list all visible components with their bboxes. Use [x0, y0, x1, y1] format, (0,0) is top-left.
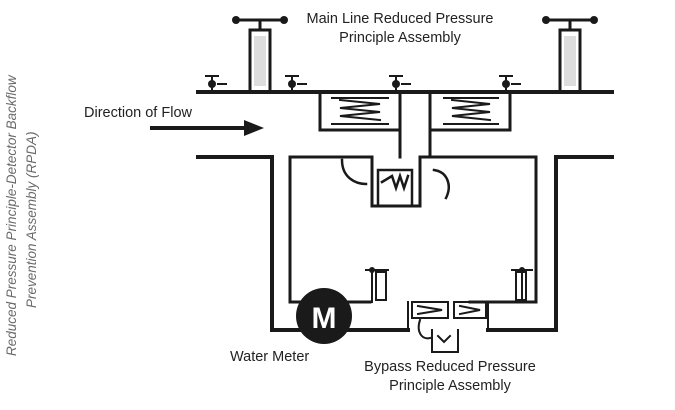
check-valve-2	[443, 97, 499, 125]
bypass-assembly	[365, 269, 533, 353]
gate-valve-right	[544, 18, 596, 94]
bypass-loop-inner-right	[468, 155, 538, 304]
flow-arrow-icon	[150, 120, 264, 136]
main-line-label-2: Principle Assembly	[339, 30, 461, 46]
check-valve-1	[331, 97, 389, 125]
bypass-label-2: Principle Assembly	[389, 378, 511, 394]
bypass-label-1: Bypass Reduced Pressure	[364, 359, 536, 375]
gate-valve-left	[234, 18, 286, 94]
bypass-loop-inner	[288, 155, 372, 304]
main-pipe-bottom-right	[486, 155, 614, 332]
meter-symbol: M	[312, 302, 337, 335]
test-cocks	[205, 75, 521, 93]
main-line-label: Main Line Reduced Pressure Principle Ass…	[300, 10, 500, 48]
water-meter-icon: M	[296, 288, 352, 344]
direction-label: Direction of Flow	[84, 105, 192, 121]
valve-handles	[208, 16, 598, 273]
relief-valve	[340, 158, 450, 208]
water-meter-label: Water Meter	[230, 349, 310, 365]
main-line-label-1: Main Line Reduced Pressure	[306, 11, 494, 27]
bypass-label: Bypass Reduced Pressure Principle Assemb…	[350, 358, 550, 396]
